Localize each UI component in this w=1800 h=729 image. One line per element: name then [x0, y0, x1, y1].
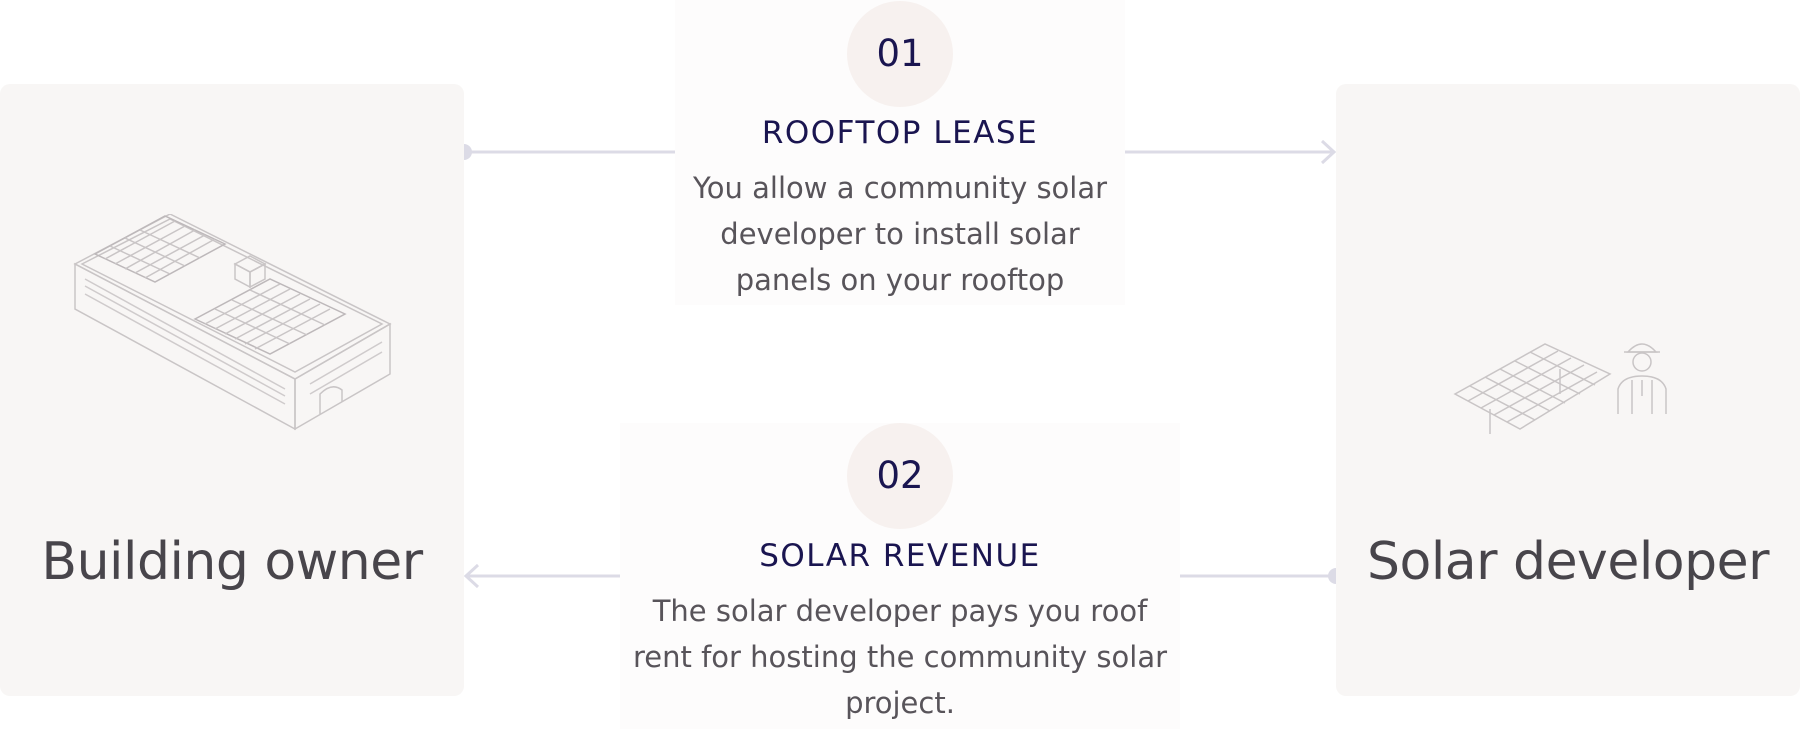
building-owner-title: Building owner	[41, 532, 423, 592]
step-description: The solar developer pays you roof rent f…	[632, 594, 1168, 720]
solar-developer-card: Solar developer	[1336, 84, 1800, 696]
step-solar-revenue: 02 SOLAR REVENUE The solar developer pay…	[620, 423, 1180, 729]
arrow-right-icon	[1320, 139, 1337, 165]
step-number-badge: 01	[847, 1, 953, 107]
step-title: SOLAR REVENUE	[759, 538, 1041, 574]
step-description: You allow a community solar developer to…	[692, 171, 1108, 297]
step-rooftop-lease: 01 ROOFTOP LEASE You allow a community s…	[675, 0, 1125, 305]
building-owner-card: Building owner	[0, 84, 464, 696]
building-rooftop-solar-icon	[73, 214, 392, 431]
arrow-left-icon	[463, 563, 480, 589]
step-number-badge: 02	[847, 423, 953, 529]
solar-developer-title: Solar developer	[1367, 532, 1769, 592]
step-title: ROOFTOP LEASE	[761, 115, 1039, 151]
solar-panels-worker-icon	[1453, 343, 1667, 434]
